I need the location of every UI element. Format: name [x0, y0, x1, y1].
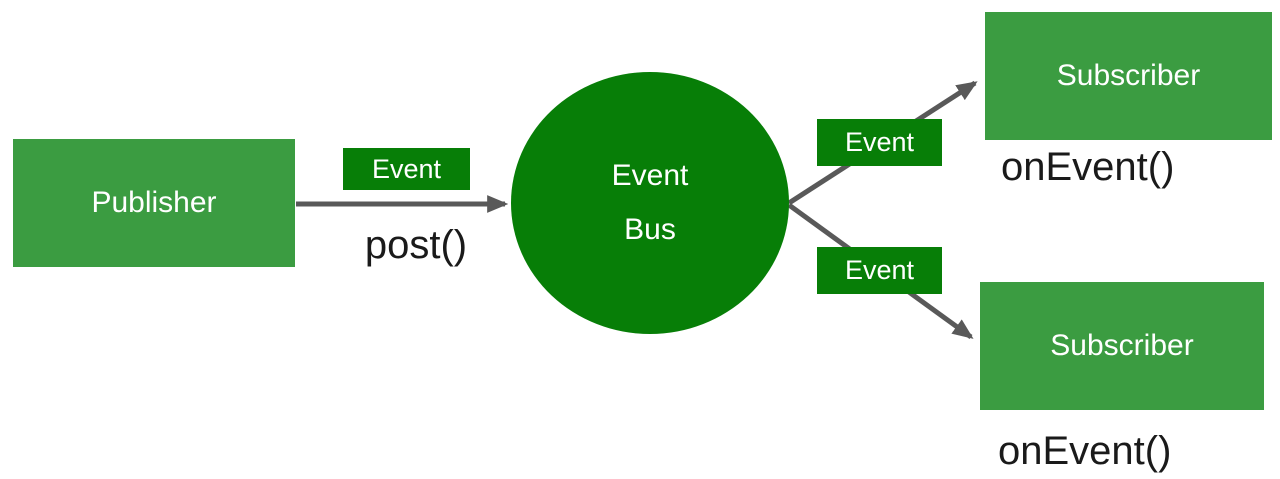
publisher-label: Publisher — [91, 186, 217, 219]
event-badge-publisher: Event — [343, 148, 470, 190]
event-bus-label-line1: Event — [611, 159, 689, 192]
event-badge-bottom-label: Event — [844, 255, 915, 285]
post-method-label: post() — [364, 223, 468, 267]
onevent-handler-label-top: onEvent() — [1001, 145, 1175, 189]
event-bus-label-line2: Bus — [624, 213, 676, 246]
subscriber-bottom-label: Subscriber — [1050, 329, 1194, 362]
event-badge-top: Event — [817, 119, 942, 166]
subscriber-top-label: Subscriber — [1056, 59, 1201, 92]
publisher-node: Publisher — [13, 139, 295, 267]
event-bus-node: Event Bus — [511, 72, 789, 334]
subscriber-node-bottom: Subscriber — [980, 282, 1264, 410]
event-badge-top-label: Event — [844, 127, 915, 157]
onevent-handler-label-bottom: onEvent() — [998, 429, 1172, 473]
event-badge-publisher-label: Event — [371, 153, 442, 184]
event-badge-bottom: Event — [817, 247, 942, 294]
subscriber-node-top: Subscriber — [985, 12, 1272, 140]
